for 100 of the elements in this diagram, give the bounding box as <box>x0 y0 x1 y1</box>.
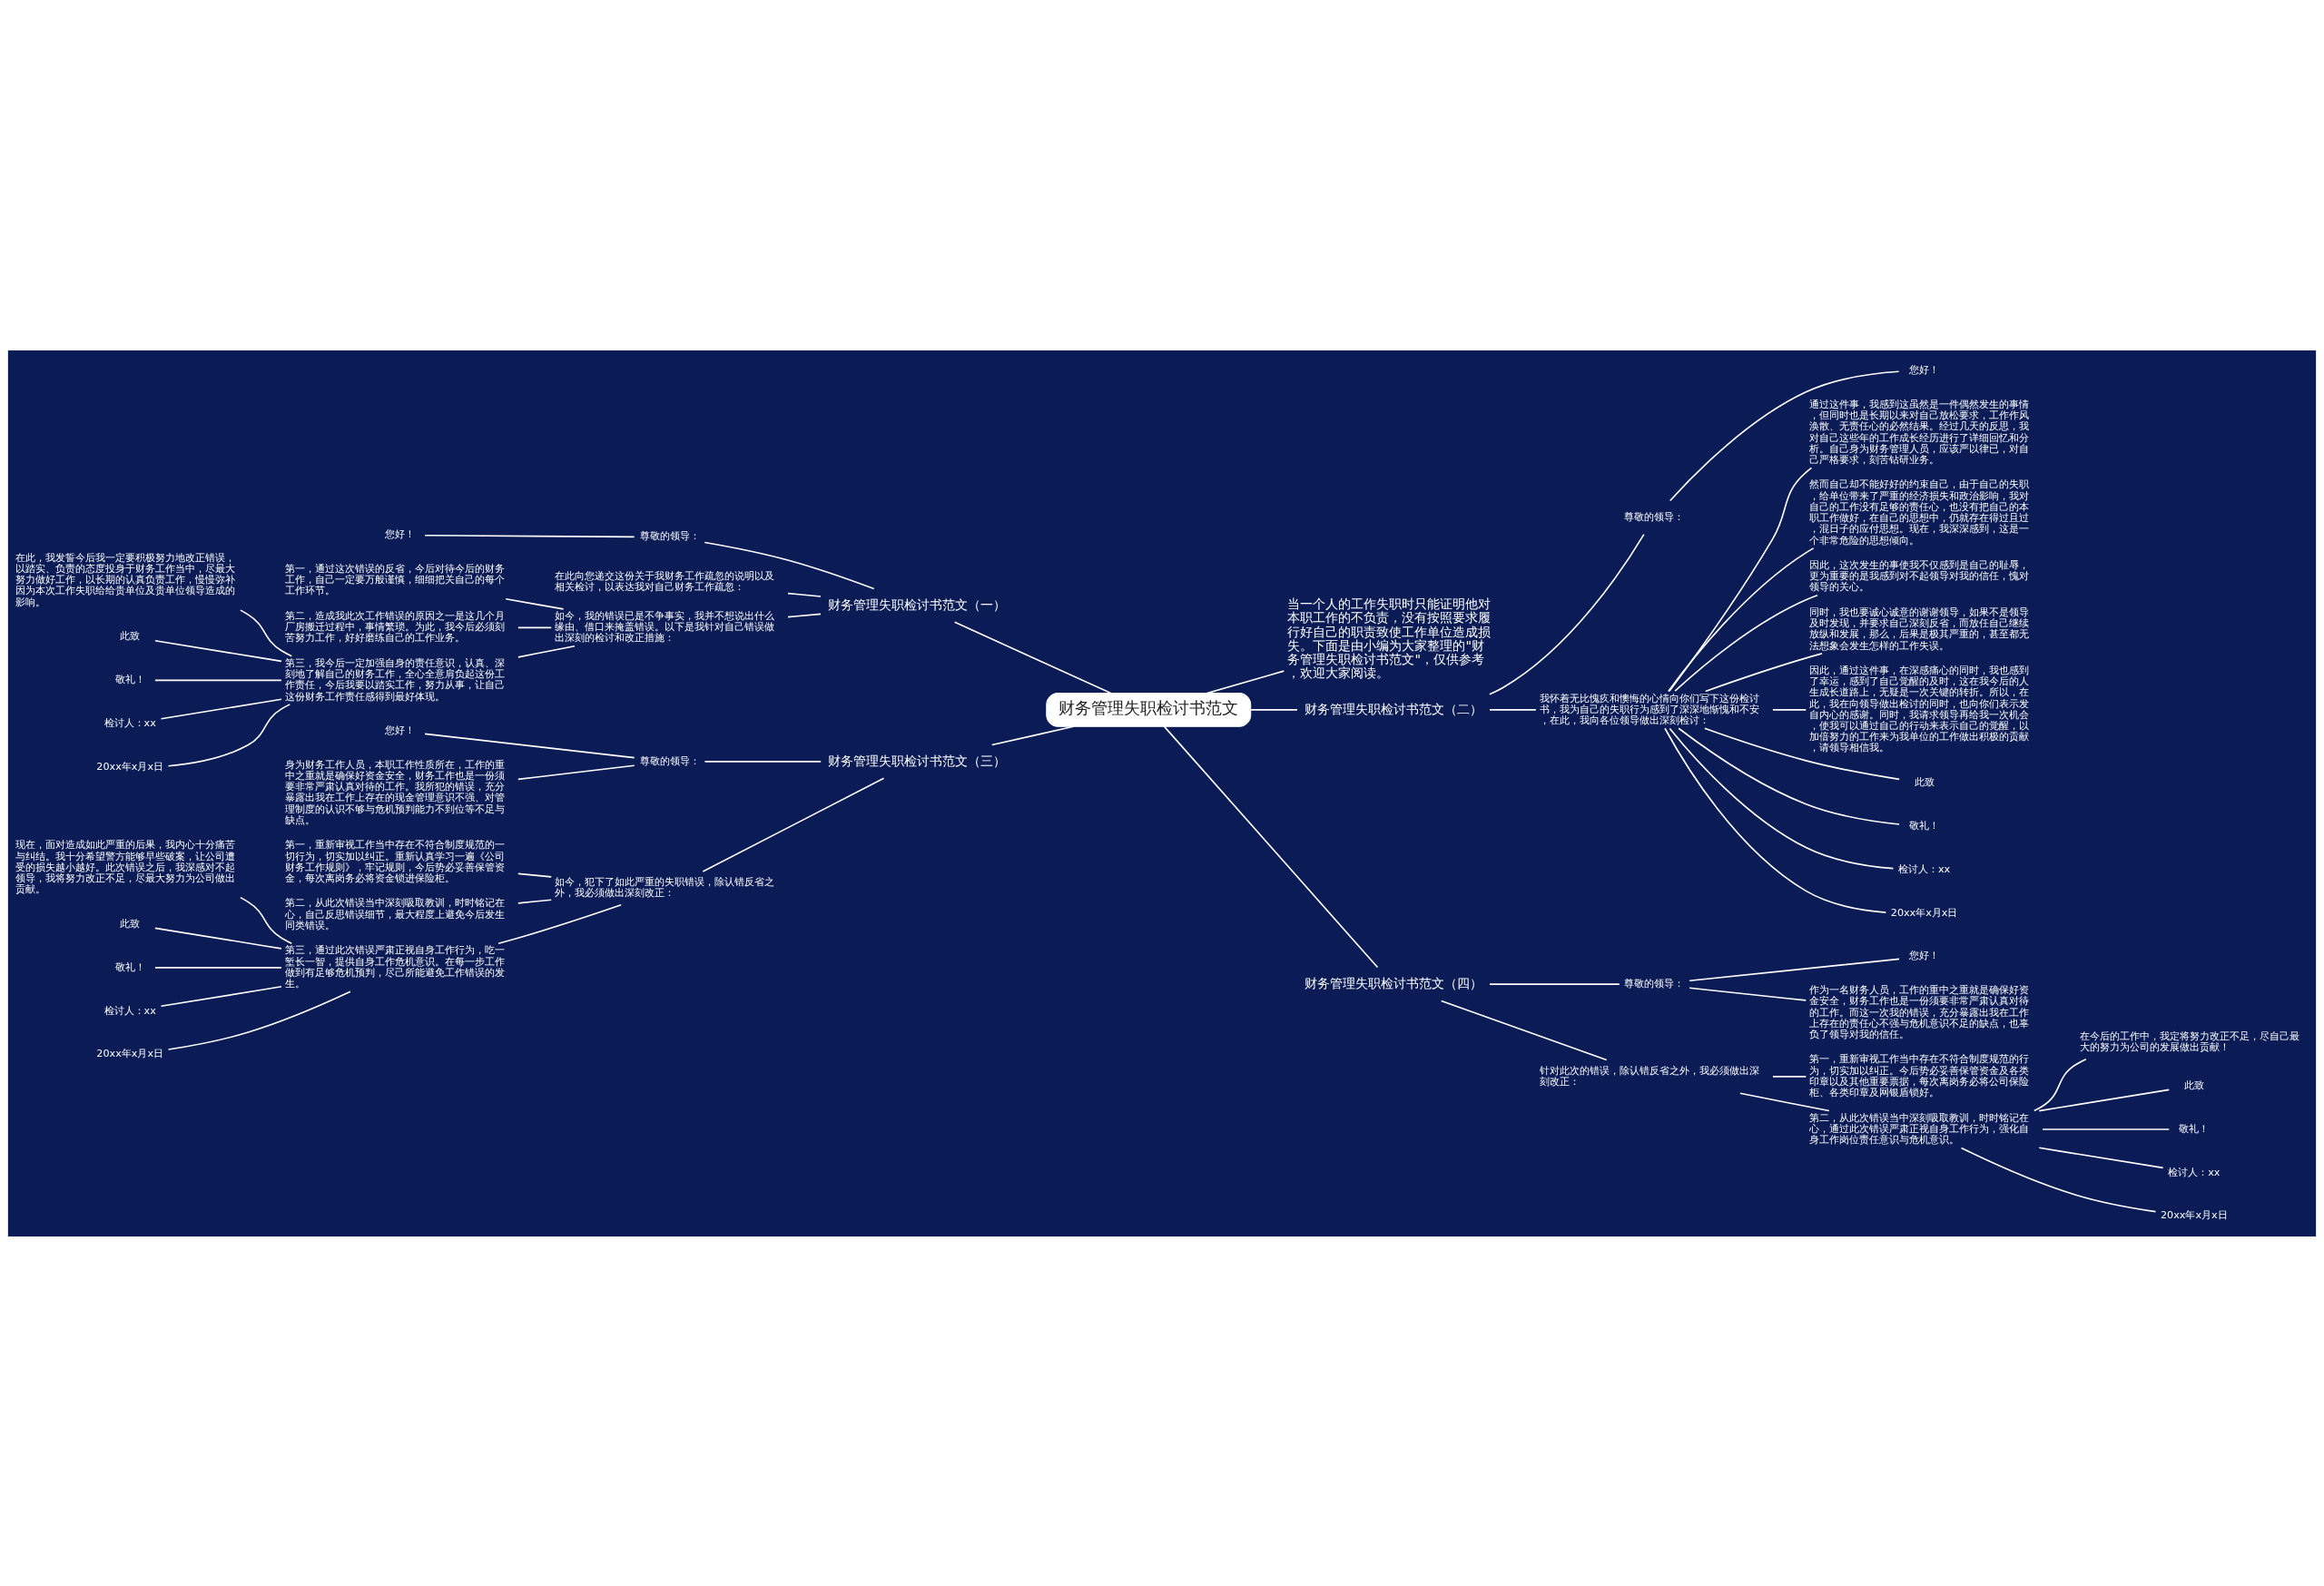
connector <box>1689 986 1807 1001</box>
connector <box>160 985 282 1007</box>
connector <box>1772 708 1807 711</box>
connector <box>787 613 822 617</box>
node-text: 财务管理失职检讨书范文（四） <box>1304 975 1482 990</box>
connector <box>1667 547 1815 692</box>
node-text: 第一，重新审视工作当中存在不符合制度规范的行为，切实加以纠正。今后势必妥善保管资金及各类印章以及其他重要票据，每次离岗务必将公司保险柜、各类印章及网银盾锁好。 <box>1809 1052 2030 1098</box>
connector <box>240 608 293 657</box>
connector <box>990 725 1075 745</box>
node-text: 身为财务工作人员，本职工作性质所在，工作的重中之重就是确保好资金安全，财务工作也是一份须要非常严肃认真对待的工作。我所犯的错误，充分暴露出我在工作上存在的现金管理意识不强、对管理制度的认识不够与危机预判能力不到位等不足与缺点。 <box>285 758 506 826</box>
node-text: 此致 <box>120 629 141 642</box>
node-box: 财务管理失职检讨书范文 <box>1046 692 1252 727</box>
node-text: 检讨人：xx <box>2168 1166 2221 1178</box>
node-text: 然而自己却不能好好的约束自己，由于自己的失职，给单位带来了严重的经济损失和政治影响，我对自己的工作没有足够的责任心，也没有把自己的本职工作做好，在自己的思想中，仍就存在得过且过，混日子的应付思想。现在，我深深感到，这是一个非常危险的思想倾向。 <box>1809 478 2030 546</box>
connector <box>1960 1147 2157 1212</box>
connector <box>517 645 576 658</box>
connector <box>1704 727 1900 780</box>
connector <box>1739 1091 1830 1111</box>
connector <box>154 679 282 681</box>
node-text: 检讨人：xx <box>103 716 156 729</box>
connector <box>704 541 875 589</box>
connector <box>1678 726 1900 825</box>
connector <box>2034 1058 2087 1111</box>
connector <box>704 760 822 763</box>
node-text: 因此，这次发生的事使我不仅感到是自己的耻辱，更为重要的是我感到对不起领导对我的信任，愧对领导的关心。 <box>1809 558 2030 593</box>
node-text: 您好！ <box>1909 949 1940 961</box>
connector <box>1669 467 1813 692</box>
node-text: 在此，我发誓今后我一定要积极努力地改正错误，以踏实、负责的态度投身于财务工作当中，尽最大努力做好工作，以长期的认真负责工作，慢慢弥补因为本次工作失职给给贵单位及贵单位领导造成的影响。 <box>15 551 235 608</box>
node-text: 敬礼！ <box>2179 1122 2210 1135</box>
node-text: 此致 <box>2183 1079 2204 1091</box>
node-text: 当一个人的工作失职时只能证明他对本职工作的不负责，没有按照要求履行好自己的职责致使工作单位造成损失。下面是由小编为大家整理的"财务管理失职检讨书范文"，仅供参考，欢迎大家阅读。 <box>1287 596 1492 680</box>
connector <box>1250 708 1298 711</box>
node-text: 敬礼！ <box>1909 819 1940 832</box>
connector <box>167 990 351 1050</box>
node-text: 此致 <box>120 917 141 930</box>
connector <box>1772 1075 1807 1078</box>
node-text: 您好！ <box>1909 363 1940 376</box>
node-text: 第一，通过这次错误的反省，今后对待今后的财务工作，自己一定要万般谨慎，细细把关自己的每个工作环节。 <box>285 562 506 596</box>
connector <box>1440 1000 1608 1060</box>
connector <box>1206 669 1285 694</box>
node-text: 第二，从此次错误当中深刻吸取教训，时时铭记在心，通过此次错误严肃正视自身工作行为，强化自身工作岗位责任意识与危机意识。 <box>1809 1111 2030 1146</box>
connector <box>1489 982 1620 985</box>
connector <box>953 620 1112 694</box>
node-text: 敬礼！ <box>114 960 145 973</box>
connector <box>517 764 635 780</box>
connector <box>1163 725 1379 968</box>
node-text: 20xx年x月x日 <box>1890 906 1958 919</box>
node-text: 财务管理失职检讨书范文（二） <box>1304 701 1482 716</box>
connector <box>505 597 565 610</box>
connector <box>497 903 622 944</box>
connector <box>1489 708 1537 711</box>
connector <box>1669 727 1895 869</box>
connector <box>517 872 553 878</box>
node-text: 针对此次的错误，除认错反省之外，我必须做出深刻改正： <box>1540 1064 1760 1088</box>
connector <box>160 698 282 720</box>
node-text: 尊敬的领导： <box>1624 510 1685 523</box>
connector <box>517 898 553 904</box>
node-text: 检讨人：xx <box>103 1004 156 1017</box>
node-text: 我怀着无比愧疚和懊悔的心情向你们写下这份检讨书，我为自己的失职行为感到了深深地惭愧和不安，在此，我向各位领导做出深刻检讨： <box>1540 692 1760 726</box>
node-text: 您好！ <box>384 527 415 540</box>
node-text: 第三，通过此次错误严肃正视自身工作行为，吃一堑长一智，提供自身工作危机意识。在每一步工作做到有足够危机预判，尽己所能避免工作错误的发生。 <box>285 943 506 990</box>
node-text: 20xx年x月x日 <box>96 760 164 773</box>
node-text: 同时，我也要诚心诚意的谢谢领导，如果不是领导及时发现，并要求自己深刻反省，而放任自己继续放纵和发展，那么，后果是极其严重的，甚至都无法想象会发生怎样的工作失误。 <box>1809 606 2030 652</box>
node-text: 如今，我的错误已是不争事实，我并不想说出什么缘由、借口来掩盖错误。以下是我针对自己错误做出深刻的检讨和改正措施： <box>555 609 775 644</box>
connector <box>1689 958 1900 981</box>
node-text: 20xx年x月x日 <box>2160 1208 2228 1221</box>
connector <box>1664 726 1887 913</box>
node-text: 尊敬的领导： <box>639 754 700 767</box>
node-text: 尊敬的领导： <box>1624 977 1685 990</box>
connector <box>1674 594 1818 692</box>
node-text: 此致 <box>1914 775 1935 788</box>
connector <box>1489 533 1645 695</box>
node-text: 检讨人：xx <box>1898 862 1951 875</box>
node-text: 第二，造成我此次工作错误的原因之一是这几个月厂房搬迁过程中，事情繁琐。为此，我今后必须刻苦努力工作，好好磨练自己的工作业务。 <box>285 609 506 644</box>
node-text: 敬礼！ <box>114 673 145 685</box>
node-text: 20xx年x月x日 <box>96 1047 164 1059</box>
node-text: 作为一名财务人员，工作的重中之重就是确保好资金安全，财务工作也是一份须要非常严肃认真对待的工作。而这一次我的错误，充分暴露出我在工作上存在的责任心不强与危机意识不足的缺点，也辜负了领导对我的信任。 <box>1809 983 2030 1040</box>
connector <box>787 592 822 597</box>
connector <box>517 626 553 628</box>
node-text: 如今，犯下了如此严重的失职错误，除认错反省之外，我必须做出深刻改正： <box>555 875 775 899</box>
connector <box>167 703 291 767</box>
node-text: 尊敬的领导： <box>639 529 700 542</box>
connector <box>424 534 635 537</box>
node-text: 第二，从此次错误当中深刻吸取教训，时时铭记在心，自己反思错误细节，最大程度上避免今后发生同类错误。 <box>285 896 506 931</box>
node-text: 因此，通过这件事，在深感痛心的同时，我也感到了幸运，感到了自己觉醒的及时，这在我今后的人生成长道路上，无疑是一次关键的转折。所以，在此，我在向领导做出检讨的同时，也向你们表示发自内心的感谢。同时，我请求领导再给我一次机会，使我可以通过自己的行动来表示自己的觉醒，以加倍努力的工作来为我单位的工作做出积极的贡献，请领导相信我。 <box>1809 664 2030 754</box>
node-text: 财务管理失职检讨书范文（三） <box>828 753 1007 768</box>
node-text: 财务管理失职检讨书范文（一） <box>828 596 1007 612</box>
connector <box>154 966 282 969</box>
connector <box>240 896 293 944</box>
connector <box>154 639 282 662</box>
node-text: 第三，我今后一定加强自身的责任意识，认真、深刻地了解自己的财务工作，全心全意肩负起这份工作责任，今后我要以踏实工作，努力从事，让自己这份财务工作责任感得到最好体现。 <box>285 656 506 702</box>
connector <box>1669 369 1900 501</box>
connector <box>2038 1089 2171 1111</box>
node-text: 第一，重新审视工作当中存在不符合制度规范的一切行为，切实加以纠正。重新认真学习一遍《公司财务工作规则》，牢记规则，今后势必妥善保管资金，每次离岗务必将资金锁进保险柜。 <box>285 838 506 884</box>
connector <box>702 777 885 872</box>
node-text: 在此向您递交这份关于我财务工作疏忽的说明以及相关检讨，以表达我对自己财务工作疏忽： <box>555 569 775 593</box>
connector <box>424 733 635 758</box>
node-text: 在今后的工作中，我定将努力改正不足，尽自己最大的努力为公司的发展做出贡献！ <box>2079 1029 2299 1053</box>
node-text: 您好！ <box>384 724 415 736</box>
connector <box>1704 652 1823 692</box>
